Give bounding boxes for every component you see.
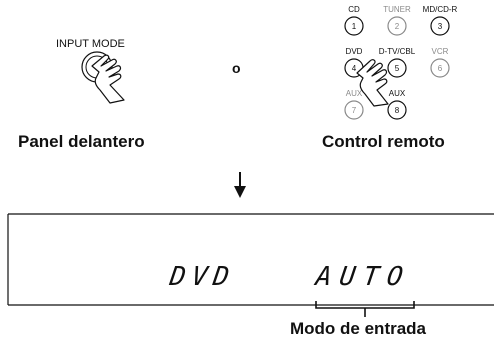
remote-button-number: 5 — [395, 64, 400, 73]
remote-caption: Control remoto — [322, 132, 445, 151]
remote-button-circle — [430, 58, 450, 78]
remote-button-label: MD/CD-R — [423, 5, 458, 14]
connector-text: o — [232, 60, 241, 76]
remote-button-4[interactable]: DVD 4 — [344, 47, 364, 78]
remote-button-circle — [344, 16, 364, 36]
remote-button-circle — [387, 100, 407, 120]
remote-button-circle — [344, 100, 364, 120]
remote-button-number: 8 — [395, 106, 400, 115]
remote-button-number: 3 — [438, 22, 443, 31]
remote-hand-icon — [356, 59, 389, 107]
display-source-text: DVD — [167, 262, 238, 292]
remote-button-label: AUX — [346, 89, 363, 98]
input-mode-button — [81, 51, 113, 83]
remote-button-label: AUX — [389, 89, 406, 98]
remote-button-number: 6 — [438, 64, 443, 73]
remote-button-label: TUNER — [383, 5, 411, 14]
remote-button-label: DVD — [346, 47, 363, 56]
remote-button-circle — [387, 58, 407, 78]
remote-button-5[interactable]: D-TV/CBL 5 — [379, 47, 416, 78]
remote-button-8[interactable]: AUX 8 — [387, 89, 407, 120]
display-panel — [7, 213, 494, 306]
input-mode-label: INPUT MODE — [56, 38, 125, 50]
remote-button-number: 7 — [352, 106, 357, 115]
remote-buttons: CD1TUNER2MD/CD-R3DVD4D-TV/CBL5VCR6AUX7AU… — [344, 5, 458, 120]
mode-bracket — [315, 301, 415, 317]
down-arrow-icon — [234, 172, 246, 198]
remote-button-number: 4 — [352, 64, 357, 73]
remote-button-label: CD — [348, 5, 360, 14]
remote-button-1[interactable]: CD 1 — [344, 5, 364, 36]
front-panel-caption: Panel delantero — [18, 132, 145, 151]
remote-button-label: VCR — [432, 47, 449, 56]
display-mode-text: AUTO — [313, 262, 413, 292]
remote-button-2[interactable]: TUNER 2 — [383, 5, 411, 36]
remote-button-circle — [430, 16, 450, 36]
input-mode-caption: Modo de entrada — [290, 319, 427, 338]
hand-icon — [91, 54, 125, 104]
remote-button-6[interactable]: VCR 6 — [430, 47, 450, 78]
remote-button-number: 1 — [352, 22, 357, 31]
remote-button-3[interactable]: MD/CD-R 3 — [423, 5, 458, 36]
remote-button-label: D-TV/CBL — [379, 47, 416, 56]
remote-button-circle — [387, 16, 407, 36]
remote-button-number: 2 — [395, 22, 400, 31]
remote-button-circle — [344, 58, 364, 78]
remote-button-7[interactable]: AUX 7 — [344, 89, 364, 120]
